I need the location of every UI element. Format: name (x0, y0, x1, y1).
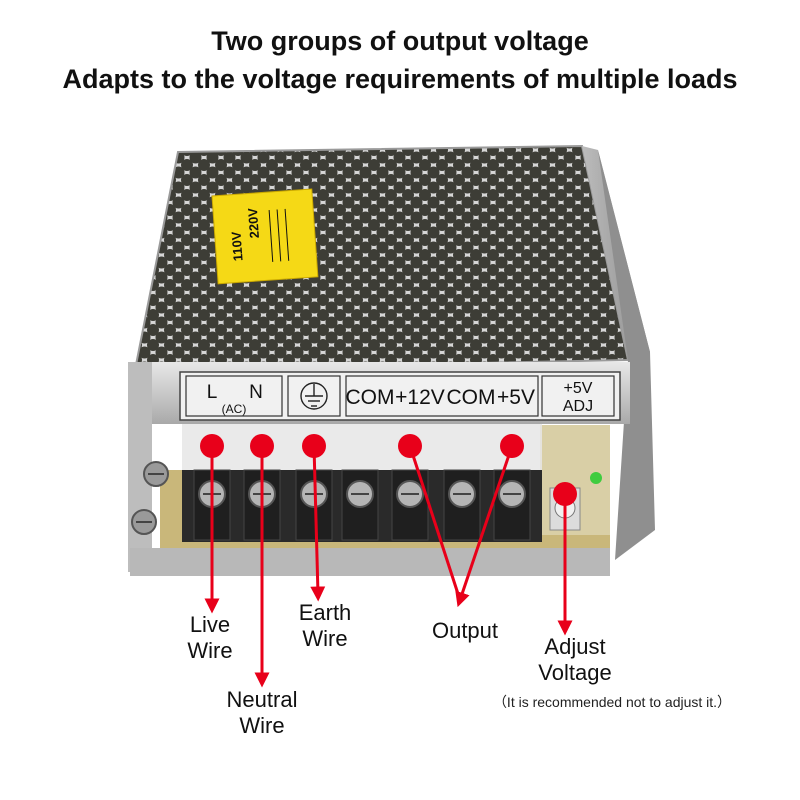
marker-dot-icon-earth (302, 434, 326, 458)
marker-dot-icon-neutral (250, 434, 274, 458)
callout-live: Live Wire (180, 612, 240, 664)
ground-symbol-icon (300, 382, 328, 410)
status-led-icon (590, 472, 602, 484)
arrow-down-icon (455, 445, 514, 608)
headline-line-2: Adapts to the voltage requirements of mu… (62, 64, 738, 94)
sticker-text-1: 110V (229, 231, 246, 262)
label-N: N (249, 382, 263, 403)
callout-output: Output (420, 618, 510, 644)
callout-neutral-line1: Neutral (226, 687, 298, 712)
marker-dot-icon-adjust (553, 482, 577, 506)
callout-live-line1: Live (189, 612, 231, 637)
arrow-down-icon (310, 445, 326, 602)
callout-adjust-line1: Adjust (544, 634, 606, 659)
label-L: L (207, 382, 218, 403)
terminal-screw-4 (341, 469, 379, 541)
callout-adjust-line2: Voltage (538, 660, 612, 685)
callout-output-line1: Output (431, 618, 499, 643)
marker-dot-icon-out-5v (500, 434, 524, 458)
label-adj-1: +5V (564, 380, 593, 397)
callout-adjust-note: （It is recommended not to adjust it.） (492, 694, 732, 710)
callout-earth-line2: Wire (302, 626, 348, 651)
arrow-down-icon (408, 445, 462, 601)
callout-earth: Earth Wire (285, 600, 365, 652)
terminal-screw-6 (443, 469, 481, 541)
label-12v: +12V (395, 386, 445, 409)
label-adj-2: ADJ (563, 398, 593, 415)
terminal-screws (193, 469, 531, 541)
terminal-label-strip: L N (AC) COM +12V COM +5V +5V ADJ (179, 371, 621, 421)
marker-dot-icon-out-12v (398, 434, 422, 458)
callout-adjust: Adjust Voltage (520, 634, 630, 686)
label-com-2: COM (447, 386, 496, 409)
callout-markers (200, 434, 577, 688)
case-screw-lower (131, 509, 157, 535)
label-ac: (AC) (222, 402, 247, 416)
side-panel-shadow (598, 150, 655, 560)
headline-line-1: Two groups of output voltage (211, 26, 589, 56)
callout-live-line2: Wire (187, 638, 233, 663)
label-com-1: COM (346, 386, 395, 409)
callout-neutral: Neutral Wire (212, 687, 312, 739)
base-plate (130, 548, 610, 576)
label-5v: +5V (497, 386, 535, 409)
callout-earth-line1: Earth (298, 600, 352, 625)
callout-neutral-line2: Wire (239, 713, 285, 738)
marker-dot-icon-live (200, 434, 224, 458)
warning-sticker: 110V 220V (211, 188, 319, 285)
top-lid (133, 144, 630, 372)
sticker-text-2: 220V (245, 207, 262, 239)
case-screw-upper (143, 461, 169, 487)
